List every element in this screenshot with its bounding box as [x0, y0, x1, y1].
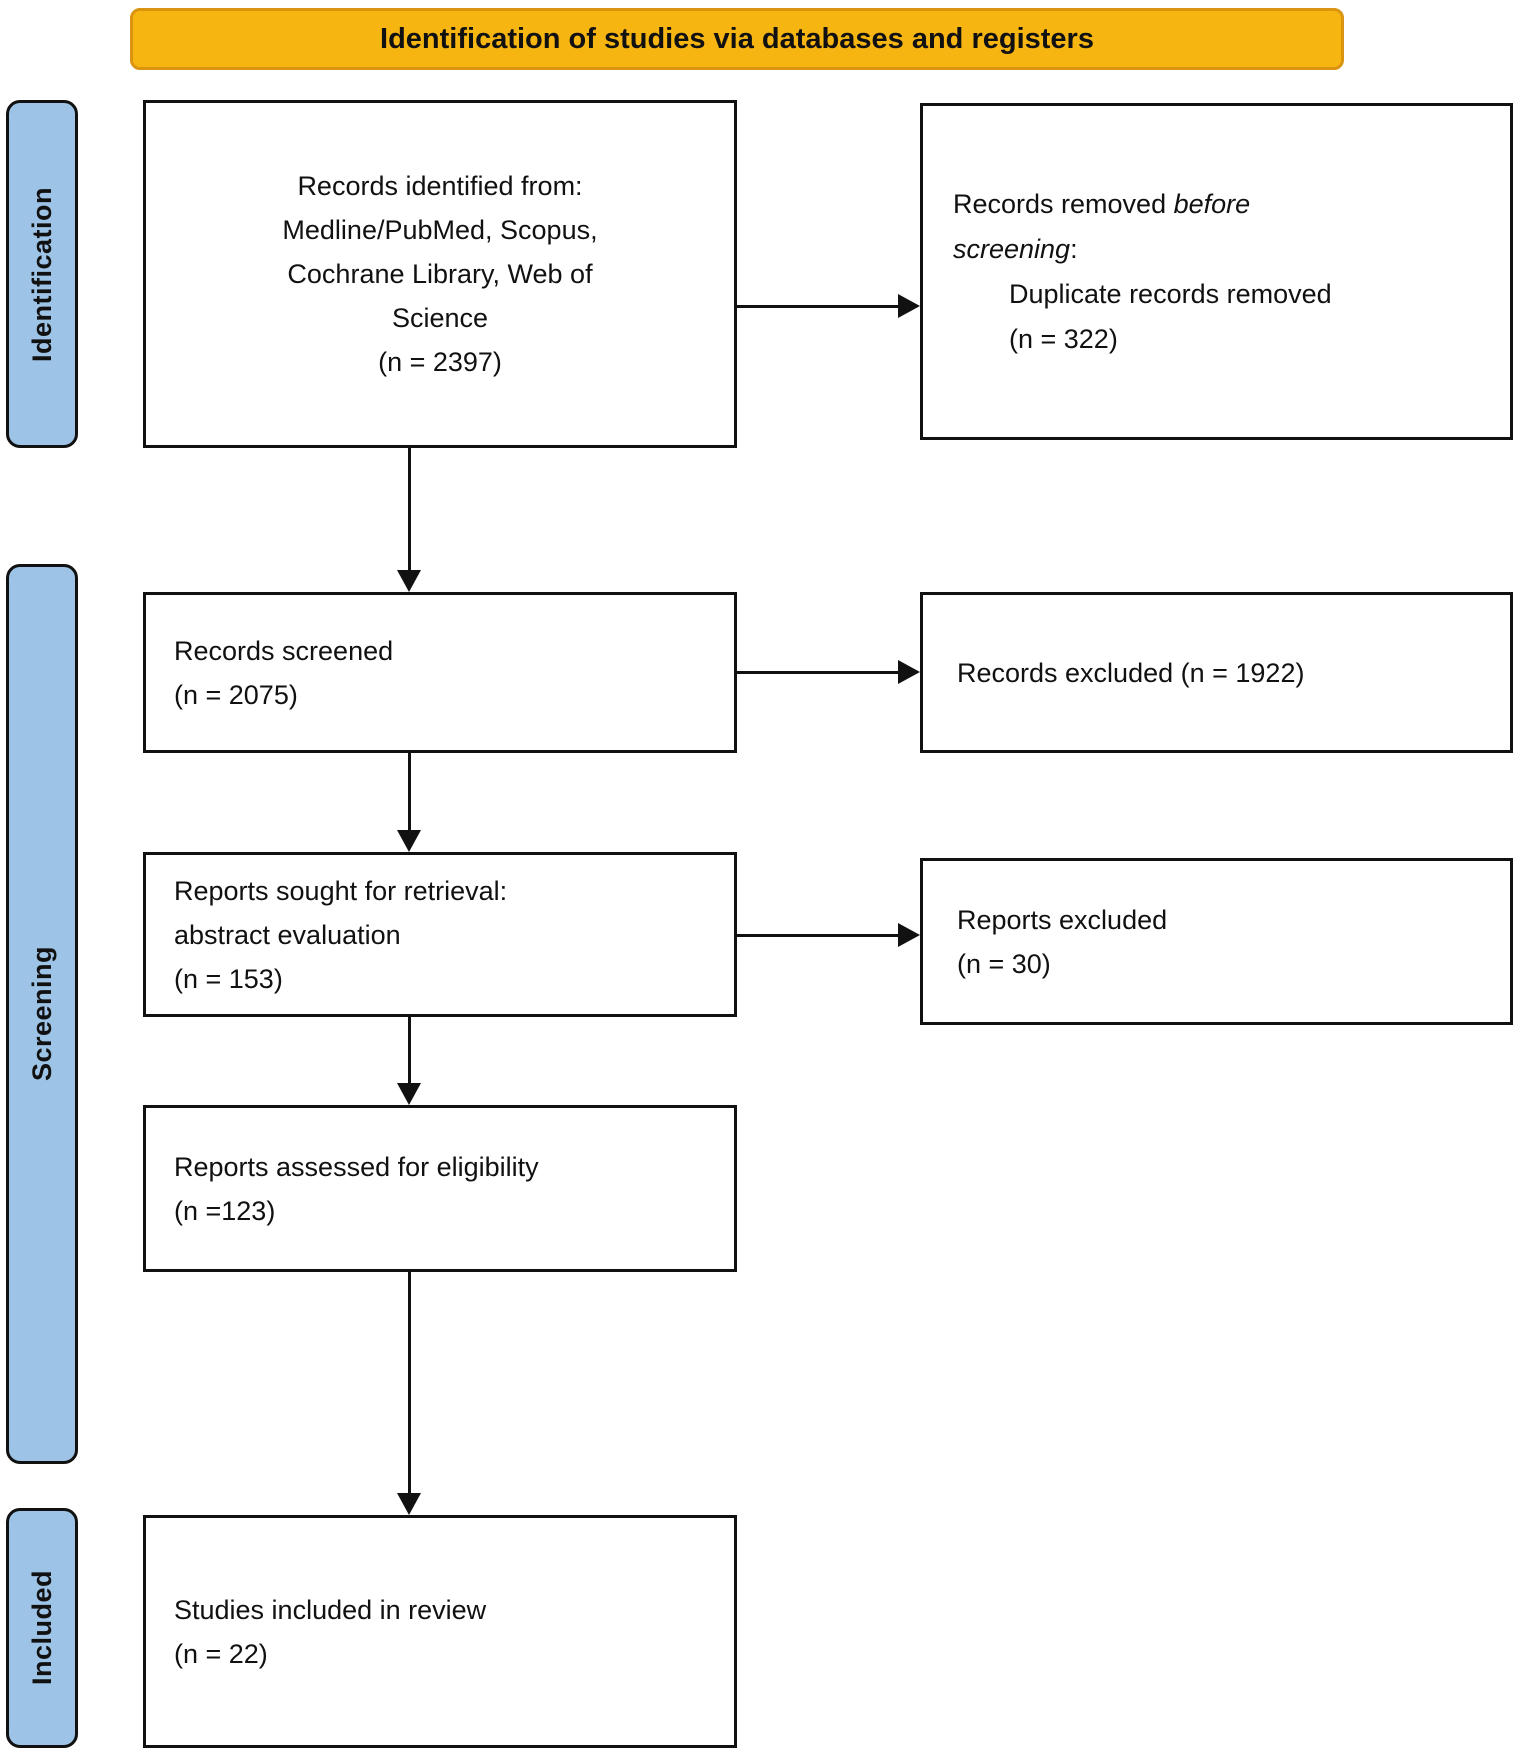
- stage-identification: Identification: [6, 100, 78, 448]
- box-line: Studies included in review: [174, 1594, 487, 1625]
- box-line: Reports excluded: [957, 904, 1168, 935]
- arrow-sought-to-reports-excluded-head: [898, 923, 920, 947]
- arrow-sought-to-assessed-line: [408, 1017, 411, 1085]
- box-line-italic: screening: [953, 233, 1071, 264]
- box-records-removed: Records removed before screening: Duplic…: [920, 103, 1513, 440]
- stage-screening: Screening: [6, 564, 78, 1464]
- box-line: (n =123): [174, 1195, 276, 1226]
- arrow-screened-to-excluded-head: [898, 660, 920, 684]
- arrow-identified-to-screened-line: [408, 448, 411, 572]
- stage-included: Included: [6, 1508, 78, 1748]
- stage-included-label: Included: [26, 1570, 57, 1686]
- box-line: Duplicate records removed: [1009, 278, 1332, 309]
- arrow-assessed-to-included-line: [408, 1272, 411, 1495]
- stage-screening-label: Screening: [26, 946, 57, 1082]
- box-line: (n = 153): [174, 963, 283, 994]
- box-line: (n = 2397): [378, 347, 502, 377]
- box-records-screened: Records screened (n = 2075): [143, 592, 737, 753]
- box-line-text: :: [1070, 233, 1078, 264]
- arrow-identified-to-screened-head: [397, 570, 421, 592]
- arrow-sought-to-assessed-head: [397, 1083, 421, 1105]
- box-line: Science: [391, 303, 489, 333]
- arrow-identified-to-removed-head: [898, 294, 920, 318]
- arrow-screened-to-sought-head: [397, 830, 421, 852]
- arrow-screened-to-excluded-line: [737, 671, 898, 674]
- stage-identification-label: Identification: [26, 186, 57, 362]
- box-line: (n = 322): [1009, 323, 1118, 354]
- box-line: Records removed before: [953, 182, 1250, 227]
- box-line: Records identified from:: [297, 171, 583, 201]
- arrow-sought-to-reports-excluded-line: [737, 934, 898, 937]
- box-line: Cochrane Library, Web of: [287, 259, 593, 289]
- box-reports-excluded: Reports excluded (n = 30): [920, 858, 1513, 1025]
- box-line: Reports assessed for eligibility: [174, 1151, 539, 1182]
- box-line-text: Records removed: [953, 188, 1174, 219]
- box-records-identified: Records identified from: Medline/PubMed,…: [143, 100, 737, 448]
- box-studies-included: Studies included in review (n = 22): [143, 1515, 737, 1748]
- arrow-identified-to-removed-line: [737, 305, 898, 308]
- box-line: (n = 22): [174, 1638, 268, 1669]
- box-line: abstract evaluation: [174, 919, 401, 950]
- header-title: Identification of studies via databases …: [380, 22, 1094, 55]
- box-line: Records excluded (n = 1922): [957, 657, 1305, 688]
- box-line: (n = 30): [957, 948, 1051, 979]
- box-line: (n = 2075): [174, 679, 298, 710]
- box-reports-sought: Reports sought for retrieval: abstract e…: [143, 852, 737, 1017]
- box-reports-assessed: Reports assessed for eligibility (n =123…: [143, 1105, 737, 1272]
- box-line: Medline/PubMed, Scopus,: [282, 215, 598, 245]
- header-banner: Identification of studies via databases …: [130, 8, 1344, 70]
- arrow-assessed-to-included-head: [397, 1493, 421, 1515]
- arrow-screened-to-sought-line: [408, 753, 411, 832]
- box-records-excluded: Records excluded (n = 1922): [920, 592, 1513, 753]
- box-line: Reports sought for retrieval:: [174, 875, 508, 906]
- box-line: Records screened: [174, 635, 394, 666]
- box-line: screening:: [953, 227, 1078, 272]
- box-line-italic: before: [1173, 188, 1251, 219]
